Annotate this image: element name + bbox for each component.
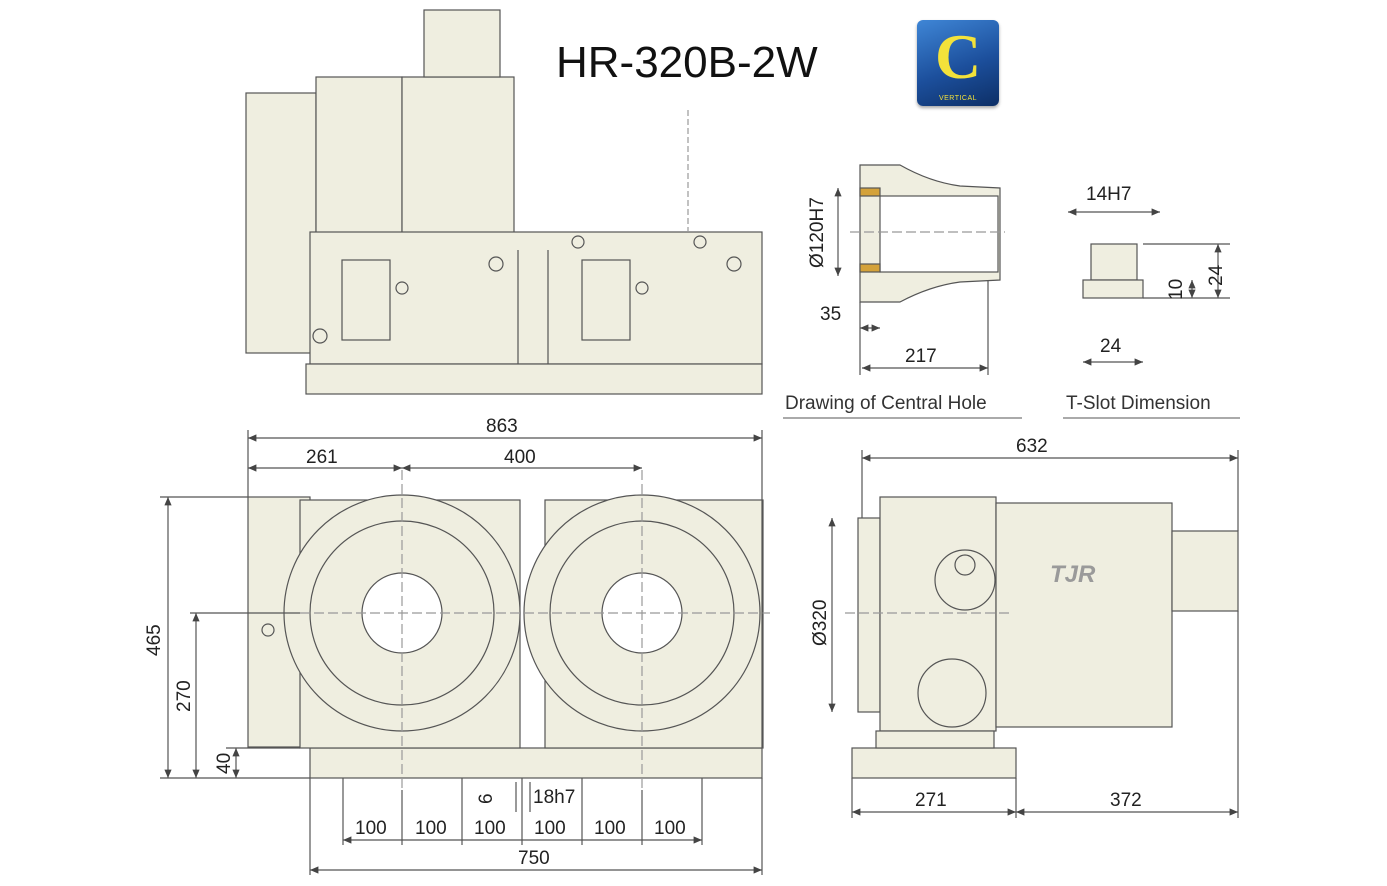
side-view [845,496,1239,779]
top-view-knob-left [395,281,409,295]
front-slot-width: 18h7 [533,787,575,808]
top-view-base [305,363,763,395]
front-overall-height: 465 [144,624,165,656]
front-overall-width: 863 [486,416,518,437]
side-table-diameter: Ø320 [810,600,831,646]
top-view-panel-right [581,259,631,341]
front-offset-left: 261 [306,447,338,468]
top-view-housing-right [401,76,515,243]
central-hole-drawing [834,164,1005,375]
top-view-motor-cover [245,92,317,354]
model-title: HR-320B-2W [556,38,818,87]
front-pitch-6: 100 [654,818,686,839]
t-slot-height-total: 24 [1206,264,1227,286]
side-view-base [851,747,1017,779]
central-hole-depth-a: 35 [820,304,841,325]
top-view-body [309,231,763,365]
top-view-panel-left [341,259,391,341]
side-view-faceplate [857,517,881,713]
side-view-port-lower [917,658,987,728]
front-pitch-1: 100 [355,818,387,839]
side-view-motor-end [1171,530,1239,612]
front-view [247,470,770,790]
front-pitch-2: 100 [415,818,447,839]
front-base-height: 40 [214,753,235,774]
central-hole-bore-label: Ø120H7 [807,197,828,268]
front-pitch-4: 100 [534,818,566,839]
side-front-length: 271 [915,790,947,811]
top-view-port-5 [693,235,707,249]
front-slot-depth: 6 [476,793,497,804]
t-slot-base [1082,279,1144,299]
t-slot-stem [1090,243,1138,281]
side-overall-length: 632 [1016,436,1048,457]
top-view [245,9,763,395]
c-vertical-icon: C VERTICAL [917,20,999,106]
central-hole-depth-b: 217 [905,346,937,367]
top-view-port-3 [726,256,742,272]
top-view-port-1 [312,328,328,344]
side-rear-length: 372 [1110,790,1142,811]
front-view-base [309,747,763,779]
badge-text: VERTICAL [938,95,978,102]
top-view-port-4 [571,235,585,249]
badge-letter: C [935,21,982,92]
front-spacing: 400 [504,447,536,468]
front-center-height: 270 [174,680,195,712]
front-base-length: 750 [518,848,550,869]
side-view-logo: TJR [1050,561,1096,588]
top-view-motor [423,9,501,78]
side-view-motor [995,502,1173,728]
front-pitch-3: 100 [474,818,506,839]
t-slot-caption: T-Slot Dimension [1066,393,1211,414]
top-view-knob-right [635,281,649,295]
t-slot-height-lower: 10 [1166,279,1187,300]
t-slot-width-top: 14H7 [1086,184,1131,205]
t-slot-drawing [1068,208,1230,366]
top-view-housing-left [315,76,403,243]
top-view-port-2 [488,256,504,272]
t-slot-width-bottom: 24 [1100,336,1122,357]
central-hole-caption: Drawing of Central Hole [785,393,987,414]
front-pitch-5: 100 [594,818,626,839]
side-view-port-upper [934,549,996,611]
